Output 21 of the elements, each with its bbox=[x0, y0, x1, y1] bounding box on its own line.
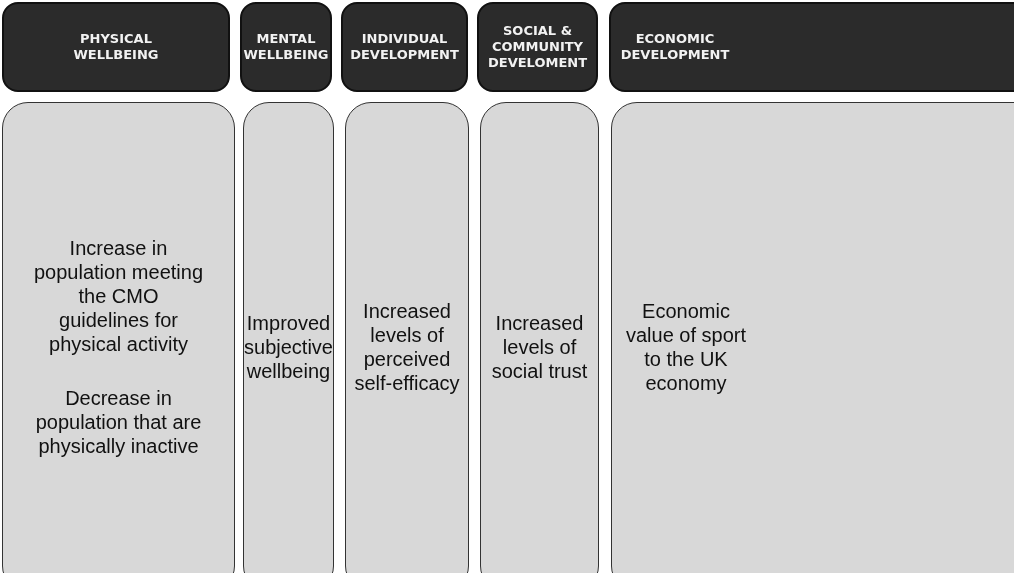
category-header bbox=[240, 2, 332, 92]
category-header bbox=[341, 2, 468, 92]
outcome-text: Increase in population meeting the CMO guidelines for physical activity bbox=[33, 236, 204, 356]
outcome-panel bbox=[480, 102, 599, 573]
outcome-text: Improved subjective wellbeing bbox=[244, 311, 333, 383]
header-label: ECONOMIC DEVELOPMENT bbox=[619, 30, 731, 64]
header-label: MENTAL WELLBEING bbox=[243, 30, 329, 64]
outcome-panel bbox=[243, 102, 334, 573]
outcome-panel bbox=[611, 102, 1014, 573]
header-label: PHYSICAL WELLBEING bbox=[72, 30, 160, 64]
outcome-panel bbox=[345, 102, 469, 573]
outcome-text: Increased levels of social trust bbox=[490, 311, 589, 383]
outcome-text: Decrease in population that are physically inactive bbox=[34, 386, 203, 458]
outcome-panel bbox=[2, 102, 235, 573]
category-header bbox=[2, 2, 230, 92]
outcome-text: Increased levels of perceived self-efficacy bbox=[353, 299, 461, 395]
outcome-text: Economic value of sport to the UK economy bbox=[624, 299, 748, 395]
header-label: INDIVIDUAL DEVELOPMENT bbox=[349, 30, 460, 64]
header-label: SOCIAL & COMMUNITY DEVELOMENT bbox=[486, 22, 589, 72]
category-header bbox=[477, 2, 598, 92]
category-header bbox=[609, 2, 1014, 92]
